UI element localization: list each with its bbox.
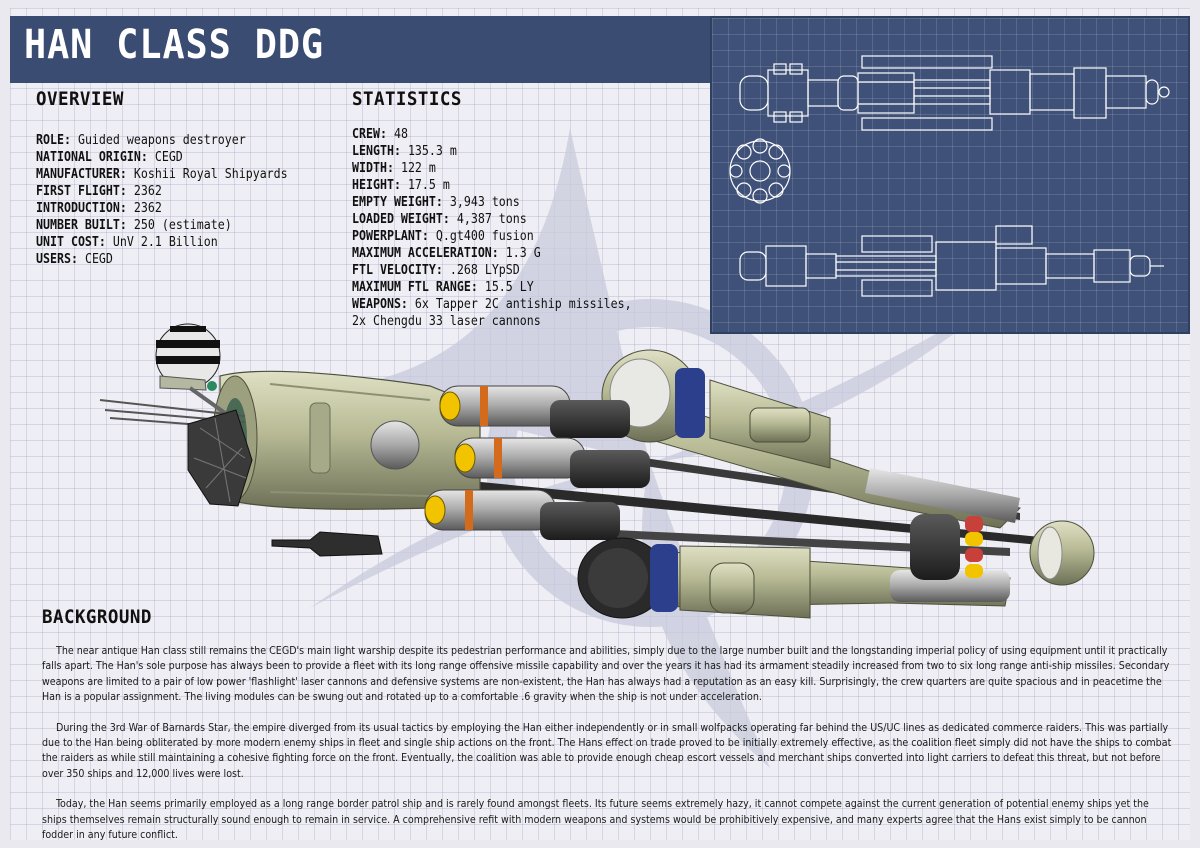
list-item: MAXIMUM ACCELERATION: 1.3 G — [352, 245, 541, 261]
list-item: NATIONAL ORIGIN: CEGD — [36, 149, 183, 165]
list-item: CREW: 48 — [352, 126, 408, 142]
laser-cannon — [271, 531, 383, 557]
background-heading: BACKGROUND — [42, 606, 152, 628]
list-item: WIDTH: 122 m — [352, 160, 436, 176]
list-item: WEAPONS: 6x Tapper 2C antiship missiles, — [352, 296, 632, 312]
list-item: NUMBER BUILT: 250 (estimate) — [36, 217, 232, 233]
background-paragraph: The near antique Han class still remains… — [42, 645, 1170, 704]
list-item: LENGTH: 135.3 m — [352, 143, 457, 159]
missile-tubes — [424, 385, 650, 540]
sensor-dome — [155, 323, 227, 415]
title-banner — [10, 16, 718, 83]
list-item: FTL VELOCITY: .268 LYpSD — [352, 262, 520, 278]
background-paragraph: During the 3rd War of Barnards Star, the… — [42, 721, 1172, 780]
ship-illustration — [99, 323, 1095, 619]
list-item: ROLE: Guided weapons destroyer — [36, 132, 246, 148]
page-title: HAN CLASS DDG — [24, 22, 324, 68]
info-sheet: HAN CLASS DDG — [10, 8, 1190, 840]
engine-section — [910, 514, 1095, 586]
list-item: LOADED WEIGHT: 4,387 tons — [352, 211, 527, 227]
overview-heading: OVERVIEW — [36, 88, 124, 110]
list-item: USERS: CEGD — [36, 251, 113, 267]
list-item: FIRST FLIGHT: 2362 — [36, 183, 162, 199]
solar-sail — [187, 409, 253, 507]
statistics-list: CREW: 48 LENGTH: 135.3 m WIDTH: 122 m HE… — [352, 126, 677, 330]
list-item: INTRODUCTION: 2362 — [36, 200, 162, 216]
list-item: POWERPLANT: Q.gt400 fusion — [352, 228, 534, 244]
overview-list: ROLE: Guided weapons destroyer NATIONAL … — [36, 132, 329, 268]
list-item: 2x Chengdu 33 laser cannons — [352, 313, 541, 329]
list-item: HEIGHT: 17.5 m — [352, 177, 450, 193]
background-paragraph: Today, the Han seems primarily employed … — [42, 798, 1149, 840]
list-item: EMPTY WEIGHT: 3,943 tons — [352, 194, 520, 210]
blueprint-panel — [710, 16, 1190, 334]
list-item: MAXIMUM FTL RANGE: 15.5 LY — [352, 279, 534, 295]
blueprint-drawing — [729, 55, 1170, 297]
statistics-heading: STATISTICS — [352, 88, 462, 110]
blueprint-side-view — [739, 225, 1164, 297]
blueprint-top-view — [739, 55, 1170, 131]
list-item: MANUFACTURER: Koshii Royal Shipyards — [36, 166, 288, 182]
background-text: The near antique Han class still remains… — [42, 644, 1172, 840]
blueprint-front-view — [729, 138, 791, 204]
list-item: UNIT COST: UnV 2.1 Billion — [36, 234, 218, 250]
